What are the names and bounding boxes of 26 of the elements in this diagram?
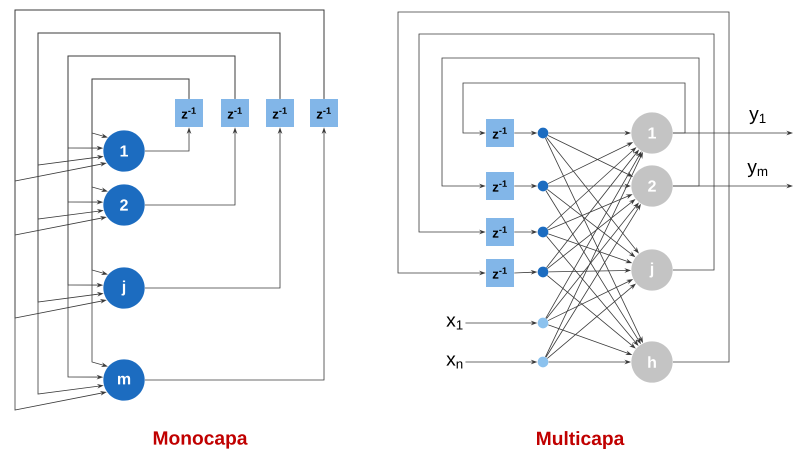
input-dot bbox=[538, 226, 548, 238]
edge-label: y$_{1}$ bbox=[748, 108, 768, 126]
arrow bbox=[14, 10, 324, 410]
edge-label: y$_{m}$ bbox=[746, 162, 770, 178]
delay-box: z$^{-1}$ bbox=[486, 259, 514, 287]
delay-box: z$^{-1}$ bbox=[175, 99, 203, 127]
input-dot bbox=[538, 180, 548, 192]
arrow bbox=[546, 147, 636, 229]
arrow bbox=[38, 32, 280, 394]
input-dot bbox=[538, 318, 548, 328]
arrow bbox=[92, 78, 190, 367]
delay-box: z$^{-1}$ bbox=[310, 99, 338, 127]
input-label: x$_{1}$ bbox=[446, 316, 463, 330]
input-dot bbox=[538, 128, 548, 138]
input-dot bbox=[538, 266, 548, 278]
arrow bbox=[398, 12, 730, 362]
input-dot bbox=[538, 356, 548, 368]
delay-box: z$^{-1}$ bbox=[221, 99, 249, 127]
input-label: x$_{n}$ bbox=[446, 356, 462, 369]
delay-box: z$^{-1}$ bbox=[486, 218, 514, 246]
delay-box: z$^{-1}$ bbox=[486, 119, 514, 147]
delay-box: z$^{-1}$ bbox=[486, 172, 514, 200]
delay-box: z$^{-1}$ bbox=[266, 99, 294, 127]
caption: Multicapa bbox=[537, 431, 624, 449]
caption: Monocapa bbox=[154, 431, 248, 449]
arrow bbox=[418, 34, 714, 270]
